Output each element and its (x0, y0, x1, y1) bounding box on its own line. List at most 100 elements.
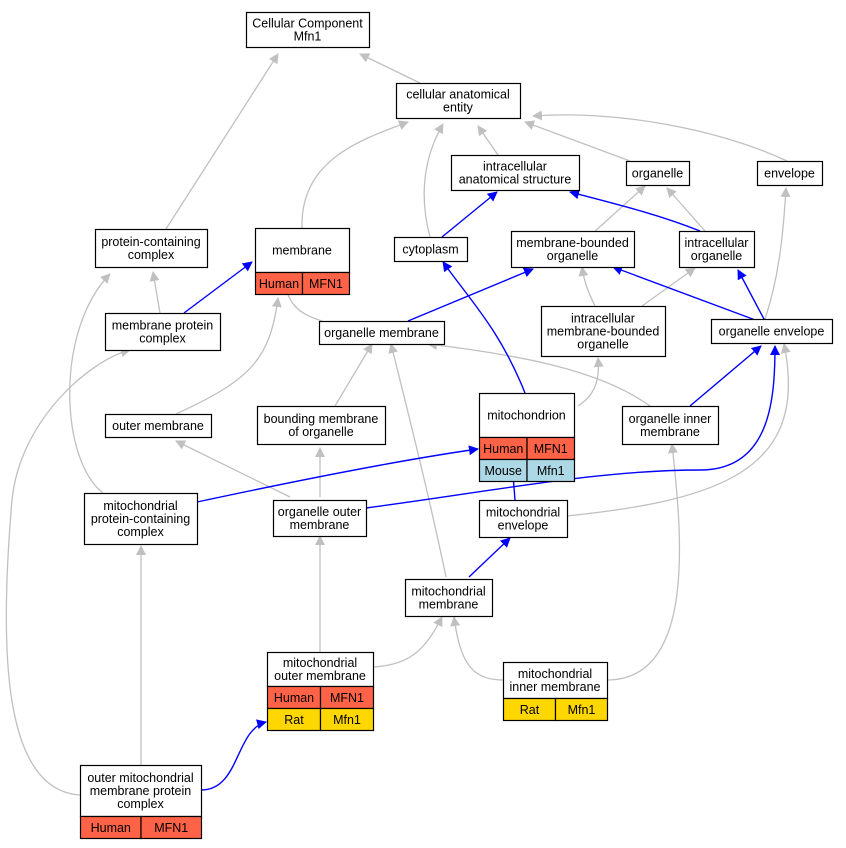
species-label: Human (483, 442, 523, 456)
gene-cell (526, 458, 576, 483)
node-outer[interactable]: outer membrane (104, 413, 213, 439)
gene-cell (554, 697, 609, 722)
node-label: mitochondrial (283, 656, 357, 670)
node-box (104, 413, 213, 439)
node-envelope[interactable]: envelope (756, 160, 824, 187)
node-box (404, 578, 494, 618)
edge-oim-partof-oe (689, 345, 762, 407)
node-box (450, 154, 581, 192)
gene-cell (319, 707, 375, 732)
node-label: cytoplasm (402, 243, 458, 257)
node-box (395, 82, 522, 120)
edge-membrane-to-cae (301, 120, 409, 229)
node-label: entity (443, 101, 474, 115)
edge-ompc-partof-mom (200, 719, 267, 791)
node-label: membrane-bounded (547, 325, 660, 339)
edge-mm-partof-me (468, 537, 511, 578)
edge-imbo-to-mbo (578, 266, 596, 307)
node-label: complex (128, 248, 175, 262)
node-label: organelle (547, 249, 598, 263)
node-box (478, 499, 569, 539)
edge-ias-to-cae (477, 125, 499, 156)
gene-label: Mfn1 (537, 464, 565, 478)
node-organelle[interactable]: organelle (625, 160, 691, 187)
gene-label: MFN1 (330, 691, 364, 705)
edge-oom-to-outer (175, 440, 291, 498)
node-label: membrane protein (90, 784, 191, 798)
node-label: intracellular (685, 236, 749, 250)
node-box (245, 11, 371, 49)
node-box (94, 228, 209, 269)
edge-mm-to-om (388, 343, 447, 578)
node-label: intracellular (571, 312, 635, 326)
gene-label: Mfn1 (333, 713, 361, 727)
node-box (540, 305, 667, 358)
edge-mpc-partof-membrane (183, 261, 253, 314)
node-label: inner membrane (509, 680, 600, 694)
node-label: membrane (640, 425, 700, 439)
node-label: envelope (498, 519, 549, 533)
node-label: of organelle (288, 425, 353, 439)
node-label: mitochondrial (486, 506, 560, 520)
node-label: bounding membrane (264, 412, 379, 426)
edge-mpcc-to-pcc (69, 273, 111, 494)
node-label: mitochondrial (518, 667, 592, 681)
edge-mim-to-oim (606, 443, 681, 681)
node-box (104, 312, 222, 352)
node-label: protein-containing (101, 235, 200, 249)
gene-cell (301, 271, 351, 296)
edge-mito-partof-cytoplasm (442, 261, 526, 394)
node-label: membrane (419, 598, 479, 612)
edge-bmo-to-om (334, 343, 373, 407)
node-label: membrane (290, 518, 350, 532)
node-label: intracellular (483, 160, 547, 174)
edge-cae-to-root (359, 53, 421, 84)
node-cytoplasm[interactable]: cytoplasm (393, 236, 469, 263)
node-label: envelope (764, 167, 815, 181)
edge-mim-to-mm (450, 616, 504, 681)
species-label: Mouse (484, 464, 522, 478)
gene-cell (140, 815, 203, 840)
edge-outer-to-membrane (175, 297, 282, 415)
edge-io-partof-ias (569, 189, 701, 232)
node-box (510, 230, 636, 269)
edge-envelope-to-cae (532, 110, 788, 162)
node-label: complex (117, 525, 164, 539)
node-label: organelle (577, 338, 628, 352)
node-box (710, 318, 834, 345)
edge-mpcc-partof-mito (196, 445, 479, 503)
node-om[interactable]: organelle membrane (318, 320, 446, 346)
node-label: organelle (691, 249, 742, 263)
edge-mbo-to-organelle (592, 185, 646, 234)
species-label: Human (91, 821, 131, 835)
node-label: complex (117, 797, 164, 811)
node-label: Mfn1 (294, 30, 322, 44)
edge-om-partof-mbo (407, 267, 534, 322)
node-box (625, 160, 691, 187)
node-oe[interactable]: organelle envelope (710, 318, 834, 345)
node-box (256, 405, 387, 446)
node-label: membrane (272, 244, 332, 258)
edge-me-to-oe (566, 343, 791, 517)
node-box (254, 227, 351, 274)
